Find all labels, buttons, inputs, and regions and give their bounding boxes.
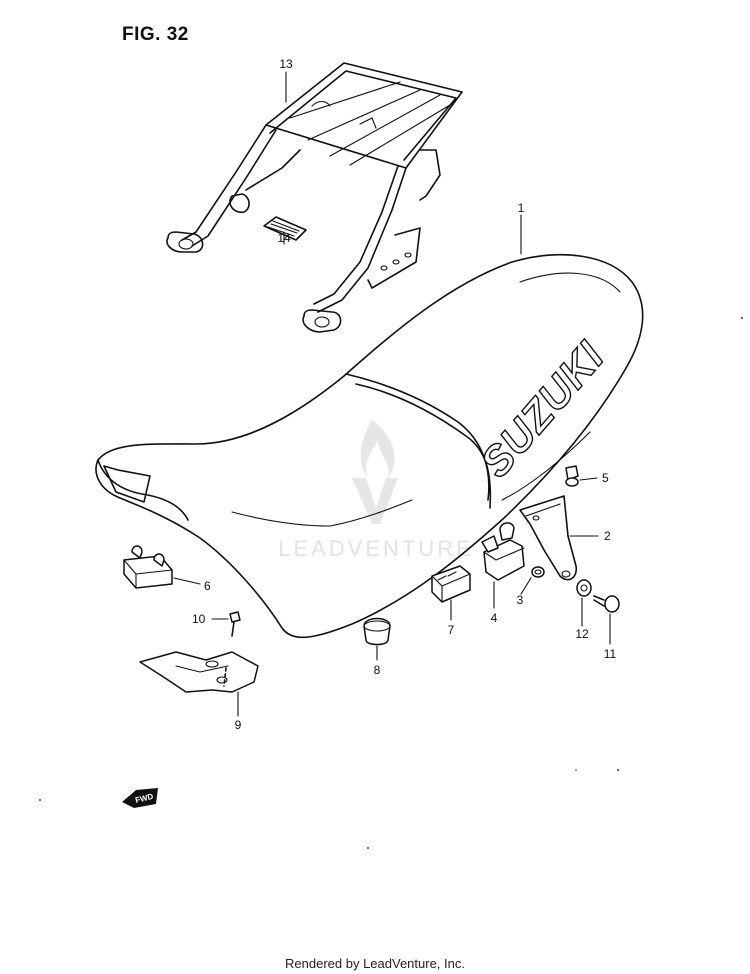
callout-4: 4 — [491, 611, 498, 625]
seat-assembly — [95, 253, 644, 639]
fwd-label: FWD — [134, 792, 154, 805]
callout-10: 10 — [192, 612, 206, 626]
callout-8: 8 — [374, 663, 381, 677]
leader-lines — [173, 71, 611, 717]
mounting-plate — [139, 651, 259, 693]
callout-3: 3 — [517, 593, 524, 607]
callout-14: 14 — [277, 231, 291, 245]
scan-specks — [39, 317, 743, 849]
bolt — [565, 465, 579, 487]
forward-arrow-icon: FWD — [122, 788, 158, 808]
bolt-long — [593, 595, 620, 613]
cushion-block — [431, 565, 471, 603]
callout-2: 2 — [604, 529, 611, 543]
callout-13: 13 — [279, 57, 293, 71]
seat-lock-bracket — [481, 522, 525, 581]
callout-5: 5 — [602, 471, 609, 485]
callout-12: 12 — [575, 627, 589, 641]
callout-1: 1 — [518, 201, 525, 215]
grommet — [363, 617, 391, 646]
seat-brand-text: SUZUKI — [471, 332, 613, 486]
footer-credit: Rendered by LeadVenture, Inc. — [285, 956, 465, 971]
callout-labels: 13 1 2 3 4 5 6 7 8 9 10 11 12 14 — [192, 57, 617, 732]
seat-bracket — [519, 495, 578, 581]
rear-carrier-rack — [166, 62, 463, 333]
screw — [223, 611, 241, 687]
callout-7: 7 — [448, 623, 455, 637]
seat-cushion — [123, 545, 173, 589]
figure-title: FIG. 32 — [122, 24, 189, 45]
watermark-logo: LEADVENTURE — [278, 420, 474, 561]
washer — [576, 579, 592, 597]
callout-6: 6 — [204, 579, 211, 593]
nut — [531, 566, 545, 578]
callout-9: 9 — [235, 718, 242, 732]
watermark-text: LEADVENTURE — [278, 536, 474, 561]
label-plate — [263, 216, 307, 241]
callout-11: 11 — [604, 647, 617, 661]
